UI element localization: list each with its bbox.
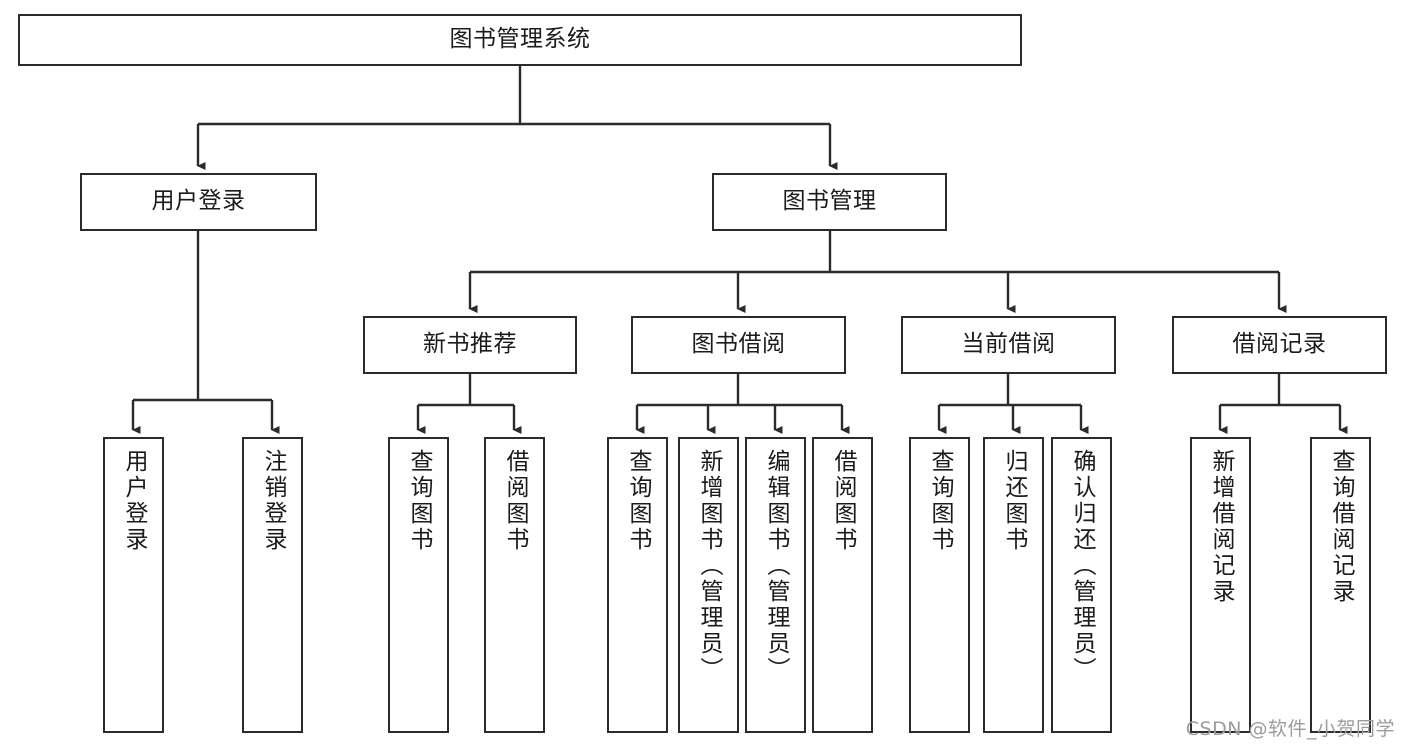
node-book-borrow[interactable]: 图书借阅: [631, 316, 846, 374]
node-leaf-confirm-return[interactable]: 确认归还（管理员）: [1051, 437, 1112, 733]
node-leaf-borrow-book[interactable]: 借阅图书: [812, 437, 873, 733]
node-borrow-records-label: 借阅记录: [1232, 331, 1327, 358]
node-current-borrow[interactable]: 当前借阅: [901, 316, 1116, 374]
node-leaf-query-book-current[interactable]: 查询图书: [909, 437, 970, 733]
node-leaf-add-borrow-record-label: 新增借阅记录: [1208, 449, 1234, 605]
node-borrow-records[interactable]: 借阅记录: [1172, 316, 1387, 374]
node-new-book-recommend-label: 新书推荐: [423, 331, 517, 358]
node-leaf-query-book-recommend-label: 查询图书: [406, 449, 432, 553]
node-leaf-query-book-borrow-label: 查询图书: [625, 449, 651, 553]
node-current-borrow-label: 当前借阅: [961, 331, 1056, 358]
node-leaf-borrow-book-label: 借阅图书: [830, 449, 856, 553]
node-user-login-label: 用户登录: [151, 188, 246, 215]
node-leaf-logout[interactable]: 注销登录: [242, 437, 303, 733]
node-new-book-recommend[interactable]: 新书推荐: [363, 316, 577, 374]
node-leaf-query-book-recommend[interactable]: 查询图书: [388, 437, 449, 733]
node-leaf-borrow-book-recommend-label: 借阅图书: [502, 449, 528, 553]
node-book-borrow-label: 图书借阅: [691, 331, 786, 358]
node-leaf-return-book-label: 归还图书: [1001, 449, 1027, 553]
node-leaf-return-book[interactable]: 归还图书: [983, 437, 1044, 733]
node-root[interactable]: 图书管理系统: [18, 14, 1022, 66]
node-root-label: 图书管理系统: [449, 26, 591, 53]
node-book-management[interactable]: 图书管理: [712, 173, 947, 231]
node-leaf-add-book[interactable]: 新增图书（管理员）: [678, 437, 739, 733]
node-leaf-logout-label: 注销登录: [260, 449, 286, 553]
node-leaf-add-book-label: 新增图书（管理员）: [696, 449, 722, 683]
node-leaf-query-borrow-record-label: 查询借阅记录: [1328, 449, 1354, 605]
node-leaf-edit-book-label: 编辑图书（管理员）: [763, 449, 789, 683]
node-leaf-edit-book[interactable]: 编辑图书（管理员）: [745, 437, 806, 733]
node-leaf-user-login-label: 用户登录: [121, 449, 147, 553]
node-leaf-add-borrow-record[interactable]: 新增借阅记录: [1190, 437, 1251, 733]
node-leaf-query-book-current-label: 查询图书: [927, 449, 953, 553]
node-leaf-user-login[interactable]: 用户登录: [103, 437, 164, 733]
node-leaf-query-book-borrow[interactable]: 查询图书: [607, 437, 668, 733]
watermark-text: CSDN @软件_小贺同学: [1185, 718, 1395, 740]
node-user-login[interactable]: 用户登录: [80, 173, 317, 231]
node-leaf-confirm-return-label: 确认归还（管理员）: [1069, 449, 1095, 683]
node-leaf-borrow-book-recommend[interactable]: 借阅图书: [484, 437, 545, 733]
node-leaf-query-borrow-record[interactable]: 查询借阅记录: [1310, 437, 1371, 733]
node-book-management-label: 图书管理: [782, 188, 877, 215]
